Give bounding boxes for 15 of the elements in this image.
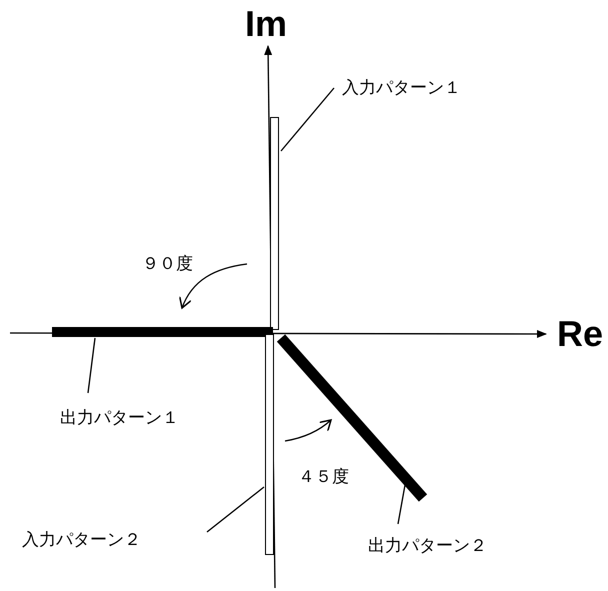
- angle-label: ９０度: [142, 254, 193, 275]
- leader-line: [87, 338, 96, 394]
- pattern-label: 入力パターン２: [22, 530, 141, 550]
- pattern-label: 入力パターン１: [342, 78, 461, 98]
- pattern-bar: [270, 117, 279, 330]
- pattern-bar: [52, 327, 273, 337]
- leader-line: [206, 486, 264, 533]
- pattern-bar: [265, 334, 274, 555]
- axis-label: Im: [245, 4, 288, 44]
- axis-label: Re: [557, 314, 604, 354]
- pattern-label: 出力パターン２: [368, 536, 487, 556]
- angle-label: ４５度: [298, 467, 349, 488]
- leader-line: [397, 484, 406, 524]
- leader-line: [280, 88, 334, 152]
- pattern-label: 出力パターン１: [60, 408, 179, 428]
